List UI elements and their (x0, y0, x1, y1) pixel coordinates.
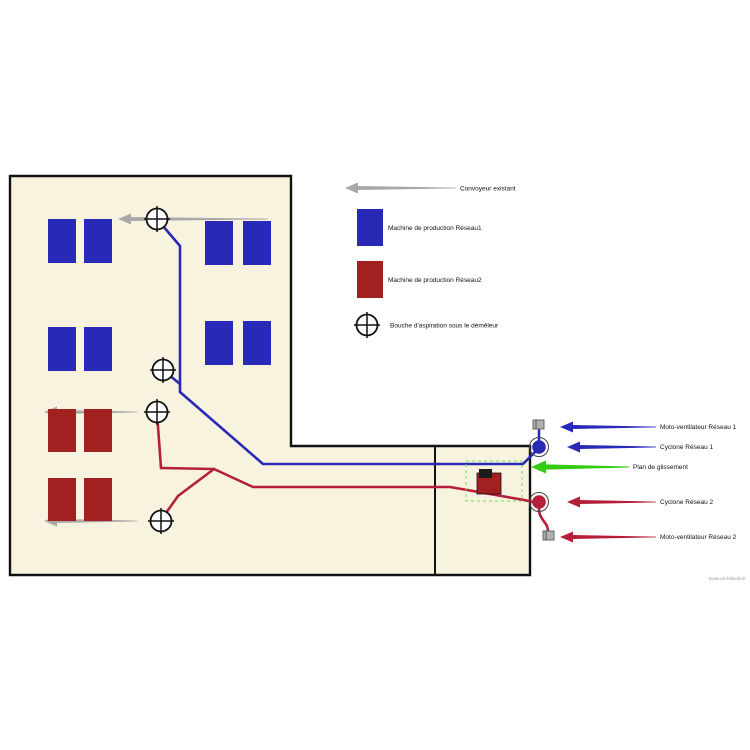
legend-machine-reseau1-swatch (357, 209, 383, 246)
suction-inlets (144, 206, 176, 534)
legend-conveyor-label: Convoyeur existant (460, 186, 516, 193)
duct-reseau2-main (212, 467, 540, 505)
machine-reseau1 (84, 327, 112, 371)
arrow-plan-de-glissement (531, 460, 629, 474)
label-moto-ventilateur-1: Moto-ventilateur Réseau 1 (660, 424, 737, 431)
legend-machine-reseau2-swatch (357, 261, 383, 298)
legend-machine-reseau2-label: Machine de production Réseau2 (388, 277, 482, 284)
machine-reseau1 (84, 219, 112, 263)
machine-reseau1 (205, 221, 233, 265)
suction-inlet-icon (144, 399, 170, 425)
legend-machine-reseau1-label: Machine de production Réseau1 (388, 225, 482, 232)
suction-inlet-icon (148, 508, 174, 534)
machine-reseau1 (243, 321, 271, 365)
watermark-text: www.archifacile.fr (709, 576, 747, 582)
machine-reseau1 (243, 221, 271, 265)
machine-reseau2 (84, 478, 112, 521)
conveyor-arrow-row1 (118, 213, 268, 225)
cyclone-reseau2-icon (529, 492, 549, 512)
arrow-cyclone-1 (567, 441, 656, 453)
duct-reseau2-branch-b (159, 466, 216, 471)
fan-reseau2-icon (542, 530, 555, 541)
arrow-moto-ventilateur-2 (560, 531, 656, 543)
machine-reseau1 (205, 321, 233, 365)
machine-reseau1 (48, 219, 76, 263)
legend-bouche-label: Bouche d'aspiration sous le démêleur (390, 323, 499, 330)
machine-reseau2 (84, 409, 112, 452)
suction-inlet-icon (150, 357, 176, 383)
suction-inlet-icon (144, 206, 170, 232)
label-plan-de-glissement: Plan de glissement (633, 464, 688, 471)
machine-reseau1 (48, 327, 76, 371)
legend: Convoyeur existant Machine de production… (345, 182, 516, 338)
machine-reseau2 (48, 478, 76, 521)
arrow-moto-ventilateur-1 (560, 421, 656, 433)
fan-reseau1-icon (532, 419, 545, 430)
machines-reseau2 (48, 409, 112, 521)
machines-reseau1 (48, 219, 271, 371)
cyclone-reseau1-icon (529, 437, 549, 457)
duct-reseau1-main (155, 217, 540, 466)
label-moto-ventilateur-2: Moto-ventilateur Réseau 2 (660, 534, 737, 541)
placed-machine (476, 469, 502, 495)
arrow-cyclone-2 (567, 496, 656, 508)
machine-reseau2 (48, 409, 76, 452)
legend-conveyor-icon (345, 182, 456, 194)
legend-suction-inlet-icon (354, 312, 380, 338)
duct-reseau2-fan-link (537, 507, 550, 533)
label-cyclone-2: Cyclone Réseau 2 (660, 499, 713, 506)
label-cyclone-1: Cyclone Réseau 1 (660, 444, 713, 451)
